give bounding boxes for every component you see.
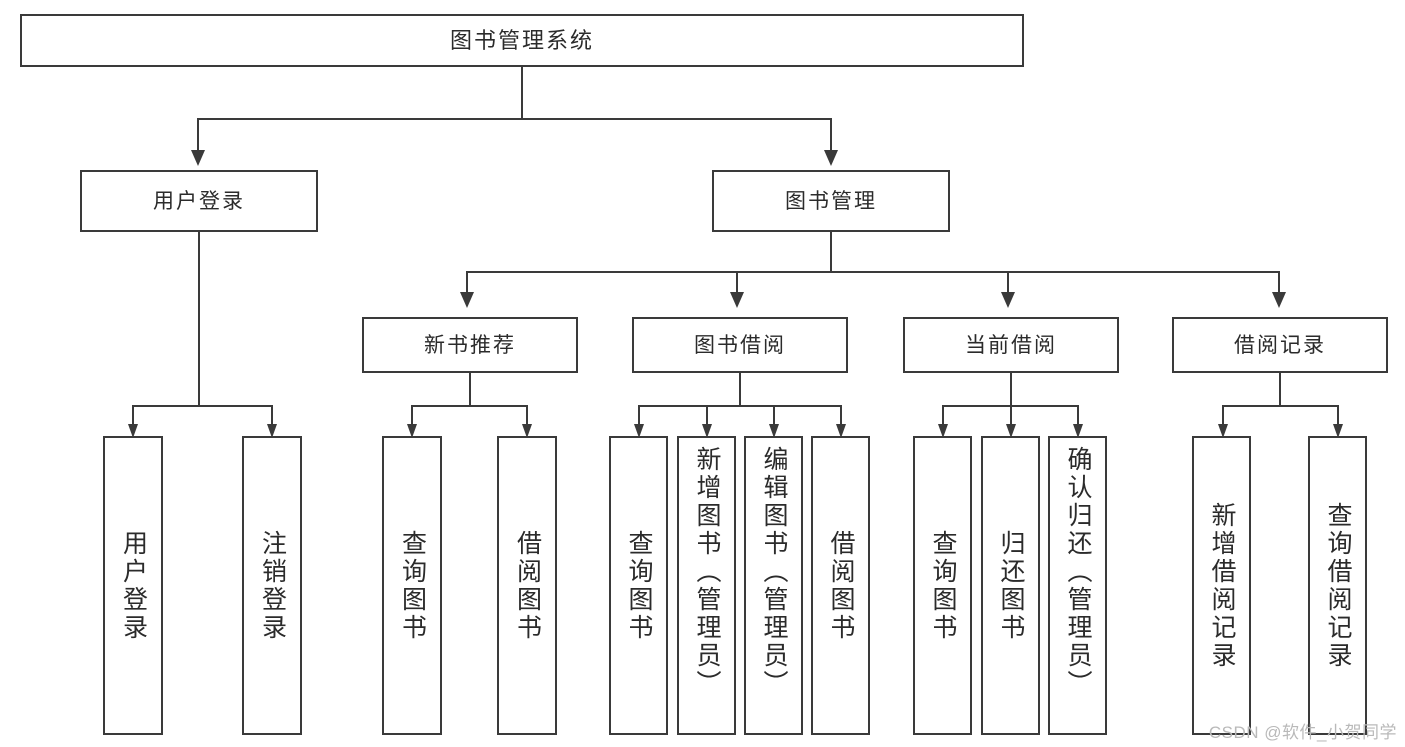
connector-user-login-stem <box>198 232 200 406</box>
leaf-add-book-admin[interactable]: 新增图书（管理员） <box>677 436 736 735</box>
connector-borrow-bus <box>638 405 841 407</box>
arrow-to-record-leaf-1 <box>1218 424 1228 438</box>
connector-borrow-drop-3 <box>773 405 775 426</box>
node-borrow-record[interactable]: 借阅记录 <box>1172 317 1388 373</box>
connector-root-stem <box>521 67 523 119</box>
arrow-to-borrow-record <box>1272 292 1286 308</box>
connector-user-login-bus <box>132 405 273 407</box>
connector-root-drop-left <box>197 118 199 150</box>
connector-record-drop-1 <box>1222 405 1224 426</box>
node-label: 借阅记录 <box>1234 333 1326 357</box>
arrow-to-recommend-leaf-2 <box>522 424 532 438</box>
node-root-system[interactable]: 图书管理系统 <box>20 14 1024 67</box>
connector-level3-drop-2 <box>736 271 738 293</box>
connector-borrow-drop-4 <box>840 405 842 426</box>
node-label: 注销登录 <box>258 529 287 642</box>
node-book-borrow[interactable]: 图书借阅 <box>632 317 848 373</box>
leaf-query-book-borrow[interactable]: 查询图书 <box>609 436 668 735</box>
leaf-query-book-recommend[interactable]: 查询图书 <box>382 436 442 735</box>
leaf-edit-book-admin[interactable]: 编辑图书（管理员） <box>744 436 803 735</box>
node-label: 新书推荐 <box>424 333 516 357</box>
connector-current-drop-1 <box>942 405 944 426</box>
arrow-to-user-login-leaf <box>128 424 138 438</box>
node-label: 图书借阅 <box>694 333 786 357</box>
leaf-query-book-current[interactable]: 查询图书 <box>913 436 972 735</box>
connector-current-stem <box>1010 373 1012 406</box>
arrow-to-borrow-leaf-2 <box>702 424 712 438</box>
connector-root-bus <box>197 118 832 120</box>
connector-recommend-drop-2 <box>526 405 528 426</box>
node-user-login[interactable]: 用户登录 <box>80 170 318 232</box>
node-label: 图书管理 <box>785 189 877 213</box>
connector-level3-drop-1 <box>466 271 468 293</box>
connector-current-drop-3 <box>1077 405 1079 426</box>
leaf-borrow-book-recommend[interactable]: 借阅图书 <box>497 436 557 735</box>
node-book-manage[interactable]: 图书管理 <box>712 170 950 232</box>
node-new-book-recommend[interactable]: 新书推荐 <box>362 317 578 373</box>
leaf-add-borrow-record[interactable]: 新增借阅记录 <box>1192 436 1251 735</box>
arrow-to-borrow-leaf-1 <box>634 424 644 438</box>
node-label: 新增借阅记录 <box>1208 501 1236 670</box>
connector-user-login-drop-2 <box>271 405 273 426</box>
connector-recommend-stem <box>469 373 471 406</box>
connector-book-manage-stem <box>830 232 832 272</box>
connector-user-login-drop-1 <box>132 405 134 426</box>
node-label: 用户登录 <box>153 189 245 213</box>
leaf-query-borrow-record[interactable]: 查询借阅记录 <box>1308 436 1367 735</box>
connector-borrow-stem <box>739 373 741 406</box>
leaf-confirm-return-admin[interactable]: 确认归还（管理员） <box>1048 436 1107 735</box>
connector-record-bus <box>1222 405 1339 407</box>
arrow-to-borrow-leaf-4 <box>836 424 846 438</box>
connector-record-stem <box>1279 373 1281 406</box>
connector-recommend-drop-1 <box>411 405 413 426</box>
arrow-to-borrow-leaf-3 <box>769 424 779 438</box>
node-label: 查询图书 <box>625 529 653 642</box>
node-label: 确认归还（管理员） <box>1064 446 1092 698</box>
leaf-user-login[interactable]: 用户登录 <box>103 436 163 735</box>
connector-level3-drop-4 <box>1278 271 1280 293</box>
node-label: 查询借阅记录 <box>1324 501 1352 670</box>
connector-recommend-bus <box>411 405 528 407</box>
arrow-to-book-manage <box>824 150 838 166</box>
connector-level3-drop-3 <box>1007 271 1009 293</box>
node-label: 编辑图书（管理员） <box>760 446 788 698</box>
arrow-to-current-leaf-2 <box>1006 424 1016 438</box>
node-label: 借阅图书 <box>513 529 542 642</box>
connector-borrow-drop-2 <box>706 405 708 426</box>
arrow-to-current-borrow <box>1001 292 1015 308</box>
node-label: 用户登录 <box>119 529 148 642</box>
node-label: 查询图书 <box>929 529 957 642</box>
arrow-to-record-leaf-2 <box>1333 424 1343 438</box>
arrow-to-logout-leaf <box>267 424 277 438</box>
connector-level3-bus <box>466 271 1280 273</box>
arrow-to-current-leaf-3 <box>1073 424 1083 438</box>
arrow-to-book-borrow <box>730 292 744 308</box>
arrow-to-user-login <box>191 150 205 166</box>
connector-root-drop-right <box>830 118 832 150</box>
node-label: 当前借阅 <box>965 333 1057 357</box>
connector-borrow-drop-1 <box>638 405 640 426</box>
leaf-return-book[interactable]: 归还图书 <box>981 436 1040 735</box>
arrow-to-current-leaf-1 <box>938 424 948 438</box>
arrow-to-new-book-recommend <box>460 292 474 308</box>
connector-current-drop-2 <box>1010 405 1012 426</box>
node-label: 借阅图书 <box>827 529 855 642</box>
node-label: 新增图书（管理员） <box>693 446 721 698</box>
leaf-borrow-book[interactable]: 借阅图书 <box>811 436 870 735</box>
node-label: 图书管理系统 <box>449 27 594 53</box>
node-label: 归还图书 <box>997 529 1025 642</box>
arrow-to-recommend-leaf-1 <box>407 424 417 438</box>
connector-record-drop-2 <box>1337 405 1339 426</box>
node-label: 查询图书 <box>398 529 427 642</box>
leaf-logout[interactable]: 注销登录 <box>242 436 302 735</box>
node-current-borrow[interactable]: 当前借阅 <box>903 317 1119 373</box>
